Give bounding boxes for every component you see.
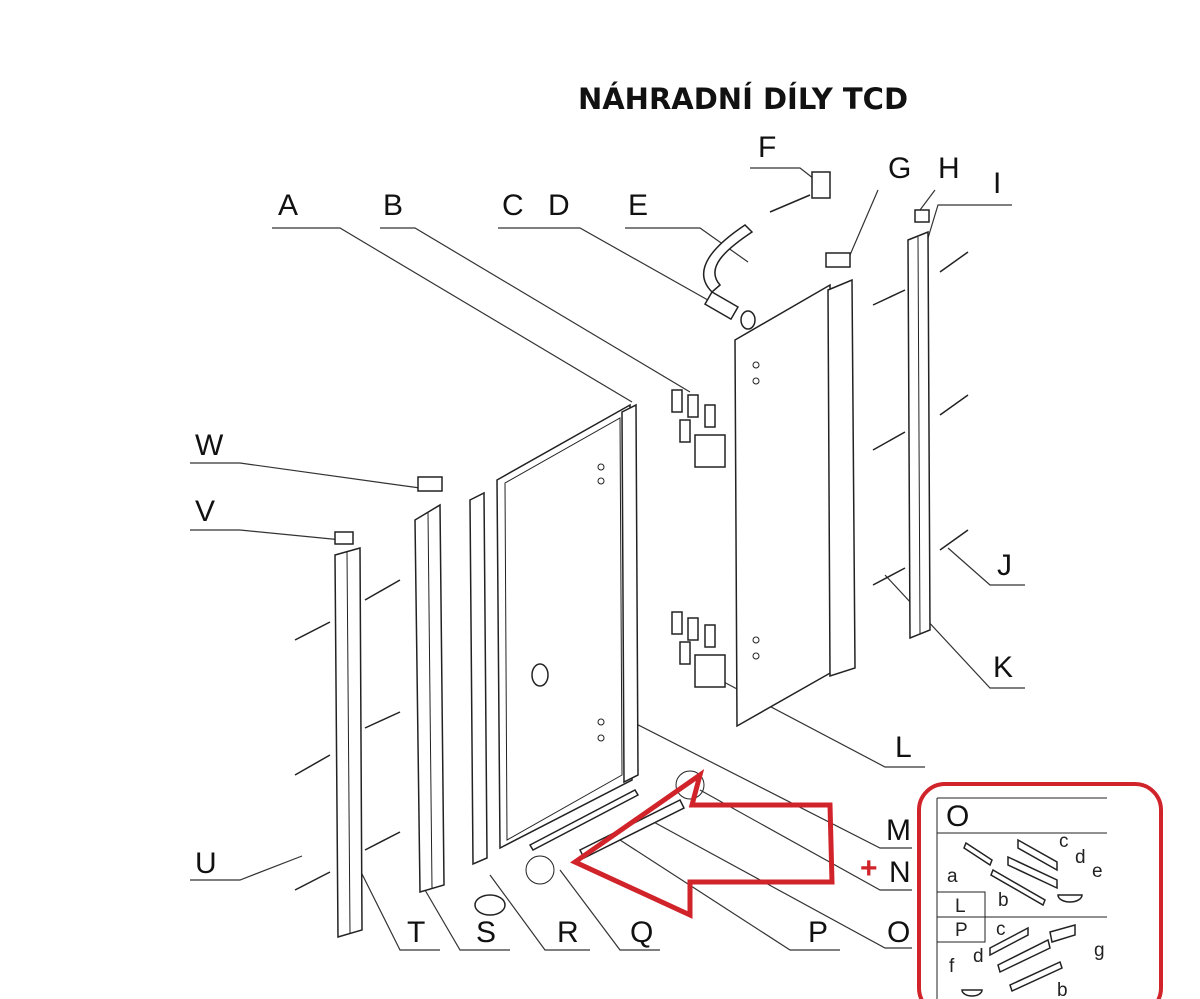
door-panel-left: [496, 403, 633, 850]
bottom-seals: [525, 770, 705, 885]
profile-t: [414, 503, 445, 893]
label-h: H: [938, 152, 960, 185]
inset-part-d2: d: [973, 946, 984, 967]
highlight-arrow-icon: [569, 769, 835, 919]
label-b: B: [383, 189, 403, 222]
handle-e: [702, 224, 756, 330]
inset-part-d: d: [1075, 847, 1086, 868]
label-j: J: [997, 549, 1012, 582]
label-i: I: [993, 167, 1001, 200]
inset-part-c: c: [1059, 831, 1069, 852]
label-w: W: [195, 429, 224, 462]
inset-part-b2: b: [1057, 980, 1068, 999]
label-l: L: [895, 731, 912, 764]
label-m: M: [886, 814, 911, 847]
inset-part-a: a: [947, 866, 958, 887]
wall-profile-right: [907, 230, 931, 640]
profile-s: [469, 491, 488, 866]
hinges: [671, 389, 726, 688]
wall-profile-left: [334, 547, 363, 938]
inset-part-f: f: [949, 956, 955, 977]
diagram-title: NÁHRADNÍ DÍLY TCD: [578, 82, 908, 116]
inset-part-e: e: [1092, 861, 1103, 882]
label-s: S: [476, 916, 496, 949]
inset-highlight-frame: [917, 782, 1163, 999]
label-k: K: [993, 651, 1013, 684]
inset-part-b: b: [998, 890, 1009, 911]
inset-header: O: [946, 800, 969, 833]
plus-marker: +: [860, 852, 878, 885]
label-f: F: [758, 131, 776, 164]
screws-and-dowels: [294, 171, 969, 916]
leader-lines: [190, 167, 1025, 951]
label-q: Q: [630, 916, 653, 949]
label-c: C: [502, 189, 524, 222]
label-t: T: [407, 916, 425, 949]
label-u: U: [195, 847, 217, 880]
label-g: G: [888, 152, 911, 185]
label-o: O: [887, 916, 910, 949]
label-a: A: [278, 189, 298, 222]
part-labels: A B C D E F G H I J K L M N O P Q R S T …: [195, 131, 1013, 949]
inset-row-p: P: [955, 920, 968, 941]
inset-row-l: L: [955, 896, 966, 917]
label-r: R: [557, 916, 579, 949]
door-profile-right: [621, 403, 639, 784]
label-e: E: [628, 189, 648, 222]
label-n: N: [889, 856, 911, 889]
inset-detail-o: O L P a b c d e c d b f g: [917, 782, 1163, 999]
inset-part-g: g: [1094, 940, 1105, 961]
label-v: V: [195, 495, 215, 528]
fixed-panel: [734, 278, 856, 728]
label-d: D: [548, 189, 570, 222]
inset-seal-parts: [961, 838, 1083, 997]
inset-part-c2: c: [996, 919, 1006, 940]
label-p: P: [808, 916, 828, 949]
